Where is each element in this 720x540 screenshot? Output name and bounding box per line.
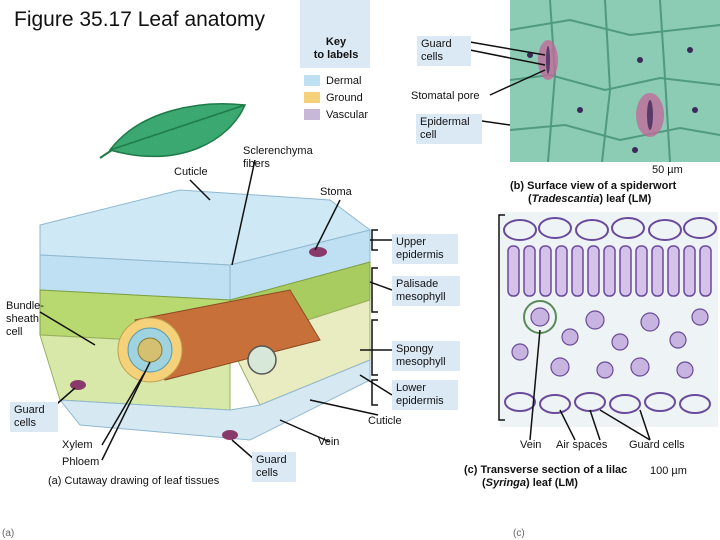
cutaway-block xyxy=(39,189,372,441)
label-spongy-mesophyll: Spongy mesophyll xyxy=(392,341,460,371)
dermal-swatch xyxy=(304,75,320,86)
key-item-dermal: Dermal xyxy=(304,72,368,89)
stoma-illustration xyxy=(309,247,327,257)
scale-bar-100: 100 µm xyxy=(650,465,687,477)
label-epidermal-cell: Epidermal cell xyxy=(416,114,482,144)
caption-a: (a) Cutaway drawing of leaf tissues xyxy=(48,475,220,487)
caption-b: (b) Surface view of a spiderwort (Trades… xyxy=(510,180,677,205)
caption-c: (c) Transverse section of a lilac (Syrin… xyxy=(464,464,628,489)
leaf-icon xyxy=(99,103,247,159)
label-palisade-mesophyll: Palisade mesophyll xyxy=(392,276,460,306)
scale-bar-50: 50 µm xyxy=(652,164,683,176)
label-stoma: Stoma xyxy=(320,186,352,198)
label-air-spaces: Air spaces xyxy=(556,439,608,451)
label-stomatal-pore: Stomatal pore xyxy=(411,90,480,102)
figure-title: Figure 35.17 Leaf anatomy xyxy=(14,8,265,31)
key-heading: Key to labels xyxy=(313,36,359,61)
label-vein-center: Vein xyxy=(318,436,340,448)
panel-a-mark: (a) xyxy=(2,528,15,539)
label-xylem: Xylem xyxy=(62,439,93,451)
transverse-cells-svg xyxy=(503,217,717,414)
panel-c-mark: (c) xyxy=(513,528,525,539)
vein-illustration xyxy=(117,289,321,383)
key-legend: Dermal Ground Vascular xyxy=(304,72,368,123)
label-upper-epidermis: Upper epidermis xyxy=(392,234,458,264)
key-box xyxy=(300,0,370,68)
label-lower-epidermis: Lower epidermis xyxy=(392,380,458,410)
label-phloem: Phloem xyxy=(62,456,100,468)
label-vein-c: Vein xyxy=(520,439,542,451)
vascular-swatch xyxy=(304,109,320,120)
label-cuticle-bottom: Cuticle xyxy=(368,415,402,427)
label-cuticle-top: Cuticle xyxy=(174,166,208,178)
key-item-ground: Ground xyxy=(304,89,368,106)
key-item-vascular: Vascular xyxy=(304,106,368,123)
micrograph-surface-view xyxy=(510,0,720,162)
label-sclerenchyma-fibers: Sclerenchyma fibers xyxy=(243,145,313,170)
label-bundle-sheath-cell: Bundle- sheath cell xyxy=(6,300,44,338)
micrograph-transverse xyxy=(500,212,718,427)
surface-cells-svg xyxy=(510,0,720,162)
label-guard-cells-bottom: Guard cells xyxy=(252,452,296,482)
label-guard-cells-c: Guard cells xyxy=(629,439,685,451)
label-guard-cells-left: Guard cells xyxy=(10,402,58,432)
layer-brackets xyxy=(371,214,505,421)
ground-swatch xyxy=(304,92,320,103)
label-guard-cells-top: Guard cells xyxy=(417,36,471,66)
